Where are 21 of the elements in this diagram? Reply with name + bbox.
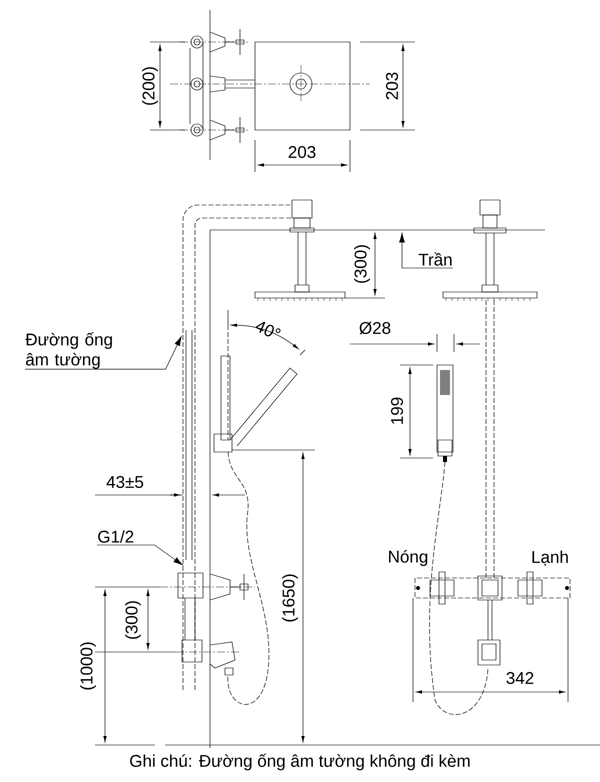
leader-line <box>399 232 454 268</box>
caption: Ghi chú: Đường ống âm tường không đi kèm <box>130 754 470 770</box>
callout-text: Trần <box>418 252 452 266</box>
dimension-label: (1650) <box>282 574 298 622</box>
dimension-label: 203 <box>288 146 316 158</box>
leader-line <box>96 544 183 566</box>
dimension-label: (1000) <box>80 642 96 690</box>
callout-text: Đường ống âm tường <box>25 332 112 369</box>
dimension-label: 40° <box>255 322 280 336</box>
callout-text: G1/2 <box>98 530 134 543</box>
dimension-label: (300) <box>354 245 370 283</box>
dimension-label: 342 <box>506 672 534 684</box>
dimension-label: 43±5 <box>106 476 144 488</box>
dimension-label: (300) <box>125 601 141 639</box>
leader-line <box>24 336 182 370</box>
dimension-label: Nóng <box>389 550 428 566</box>
dimension-label: 203 <box>386 72 398 100</box>
dimension-label: 199 <box>390 398 404 424</box>
dimension-label: (200) <box>142 67 158 105</box>
dimension-label: Lạnh <box>532 550 568 566</box>
dimension-label: Ø28 <box>360 322 390 334</box>
